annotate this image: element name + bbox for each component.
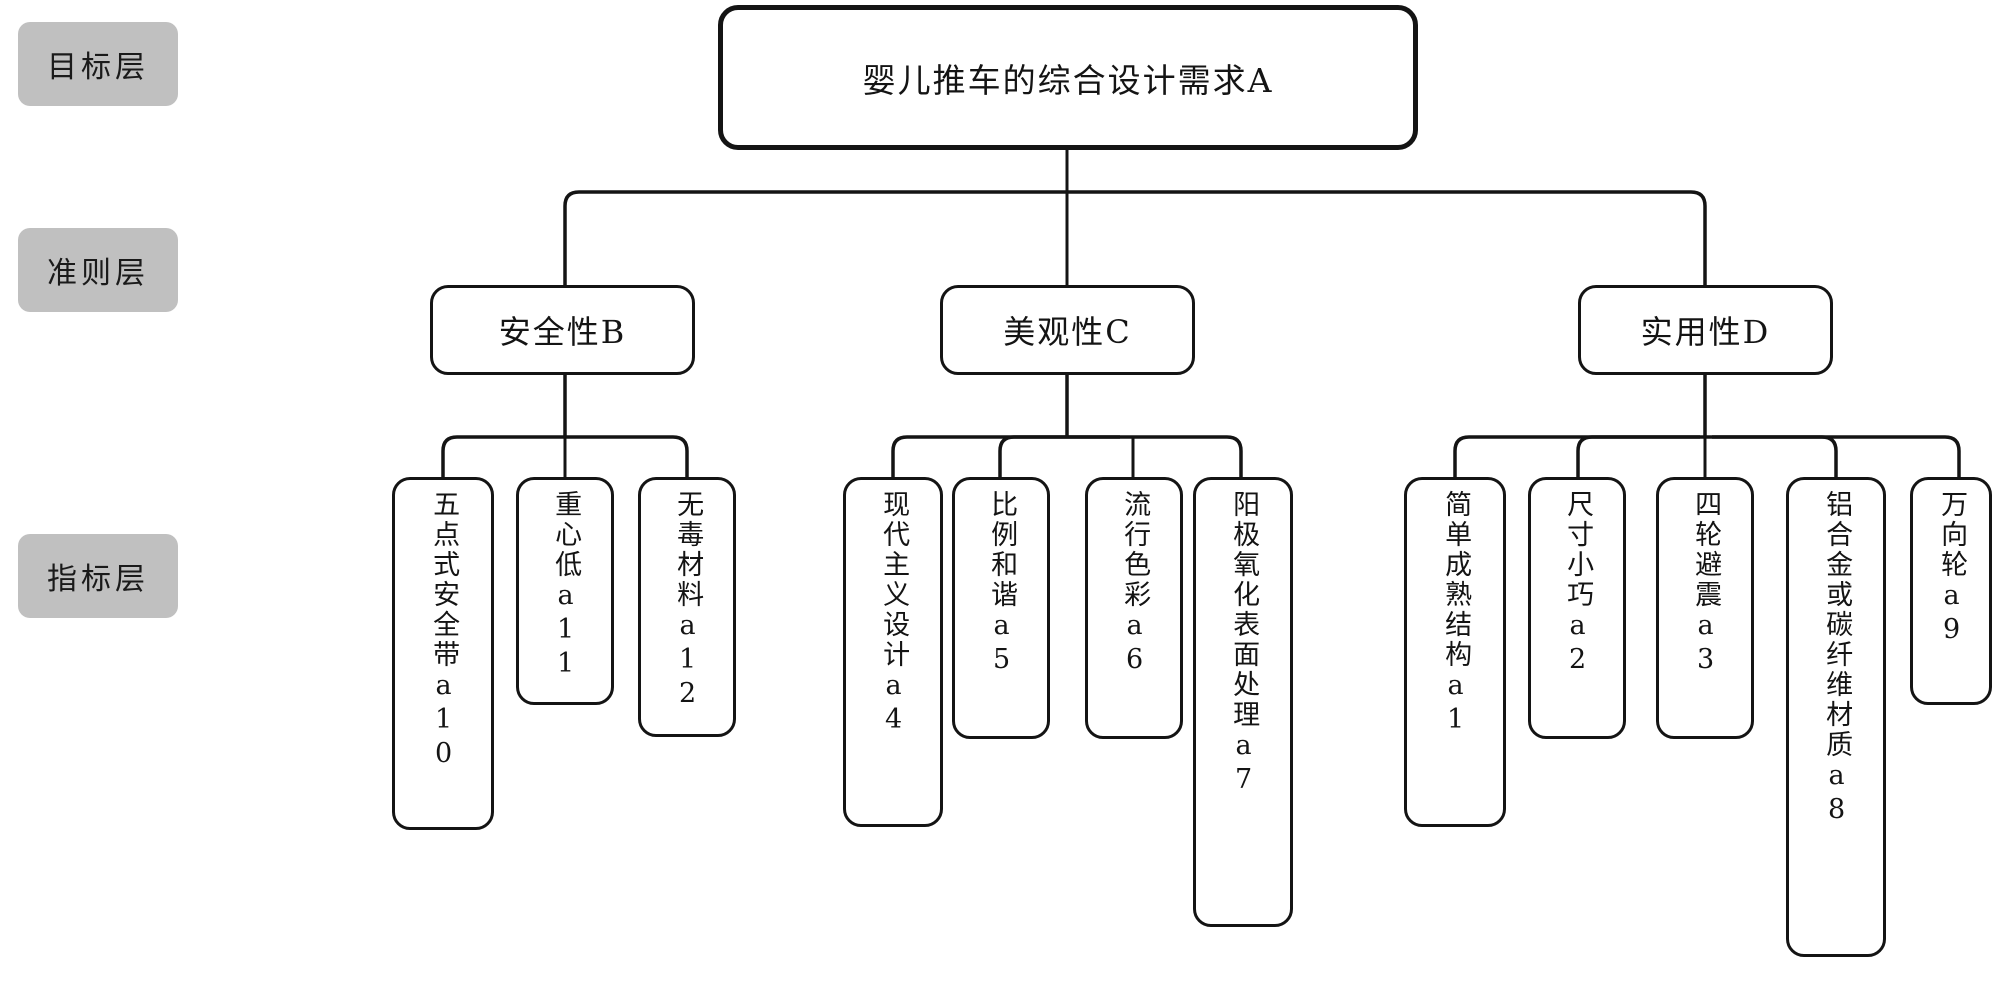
node-indicator-a4-text: 现代主义设计a4: [878, 490, 910, 738]
node-criteria-safety-label: 安全性B: [498, 313, 627, 351]
node-root-goal[interactable]: 婴儿推车的综合设计需求A: [718, 5, 1418, 150]
node-indicator-a3[interactable]: 四轮避震a3: [1656, 477, 1754, 739]
layer-tag-criteria-label: 准则层: [47, 256, 149, 291]
node-indicator-a9[interactable]: 万向轮a9: [1910, 477, 1992, 705]
node-indicator-a8-text: 铝合金或碳纤维材质a8: [1821, 490, 1853, 828]
node-indicator-a6-text: 流行色彩a6: [1119, 490, 1151, 678]
node-indicator-a12[interactable]: 无毒材料a12: [638, 477, 736, 737]
node-criteria-safety[interactable]: 安全性B: [430, 285, 695, 375]
node-indicator-a8[interactable]: 铝合金或碳纤维材质a8: [1786, 477, 1886, 957]
node-indicator-a5-text: 比例和谐a5: [986, 490, 1018, 678]
node-indicator-a1-text: 简单成熟结构a1: [1440, 490, 1472, 738]
node-indicator-a7-text: 阳极氧化表面处理a7: [1228, 490, 1260, 798]
node-indicator-a2-text: 尺寸小巧a2: [1562, 490, 1594, 678]
node-indicator-a11[interactable]: 重心低a11: [516, 477, 614, 705]
node-root-label: 婴儿推车的综合设计需求A: [862, 60, 1274, 100]
node-indicator-a10-text: 五点式安全带a10: [428, 490, 460, 772]
layer-tag-criteria: 准则层: [18, 228, 178, 312]
node-criteria-aesthetics-label: 美观性C: [1003, 313, 1132, 351]
node-indicator-a6[interactable]: 流行色彩a6: [1085, 477, 1183, 739]
node-indicator-a1[interactable]: 简单成熟结构a1: [1404, 477, 1506, 827]
layer-tag-indicator-label: 指标层: [47, 562, 149, 597]
node-criteria-practicality[interactable]: 实用性D: [1578, 285, 1833, 375]
node-indicator-a12-text: 无毒材料a12: [672, 490, 704, 712]
node-criteria-aesthetics[interactable]: 美观性C: [940, 285, 1195, 375]
layer-tag-indicator: 指标层: [18, 534, 178, 618]
node-criteria-practicality-label: 实用性D: [1640, 313, 1771, 351]
layer-tag-goal: 目标层: [18, 22, 178, 106]
node-indicator-a4[interactable]: 现代主义设计a4: [843, 477, 943, 827]
node-indicator-a3-text: 四轮避震a3: [1690, 490, 1722, 678]
node-indicator-a11-text: 重心低a11: [550, 490, 582, 682]
node-indicator-a7[interactable]: 阳极氧化表面处理a7: [1193, 477, 1293, 927]
layer-tag-goal-label: 目标层: [47, 50, 149, 85]
node-indicator-a9-text: 万向轮a9: [1936, 490, 1968, 648]
node-indicator-a5[interactable]: 比例和谐a5: [952, 477, 1050, 739]
node-indicator-a2[interactable]: 尺寸小巧a2: [1528, 477, 1626, 739]
node-indicator-a10[interactable]: 五点式安全带a10: [392, 477, 494, 830]
